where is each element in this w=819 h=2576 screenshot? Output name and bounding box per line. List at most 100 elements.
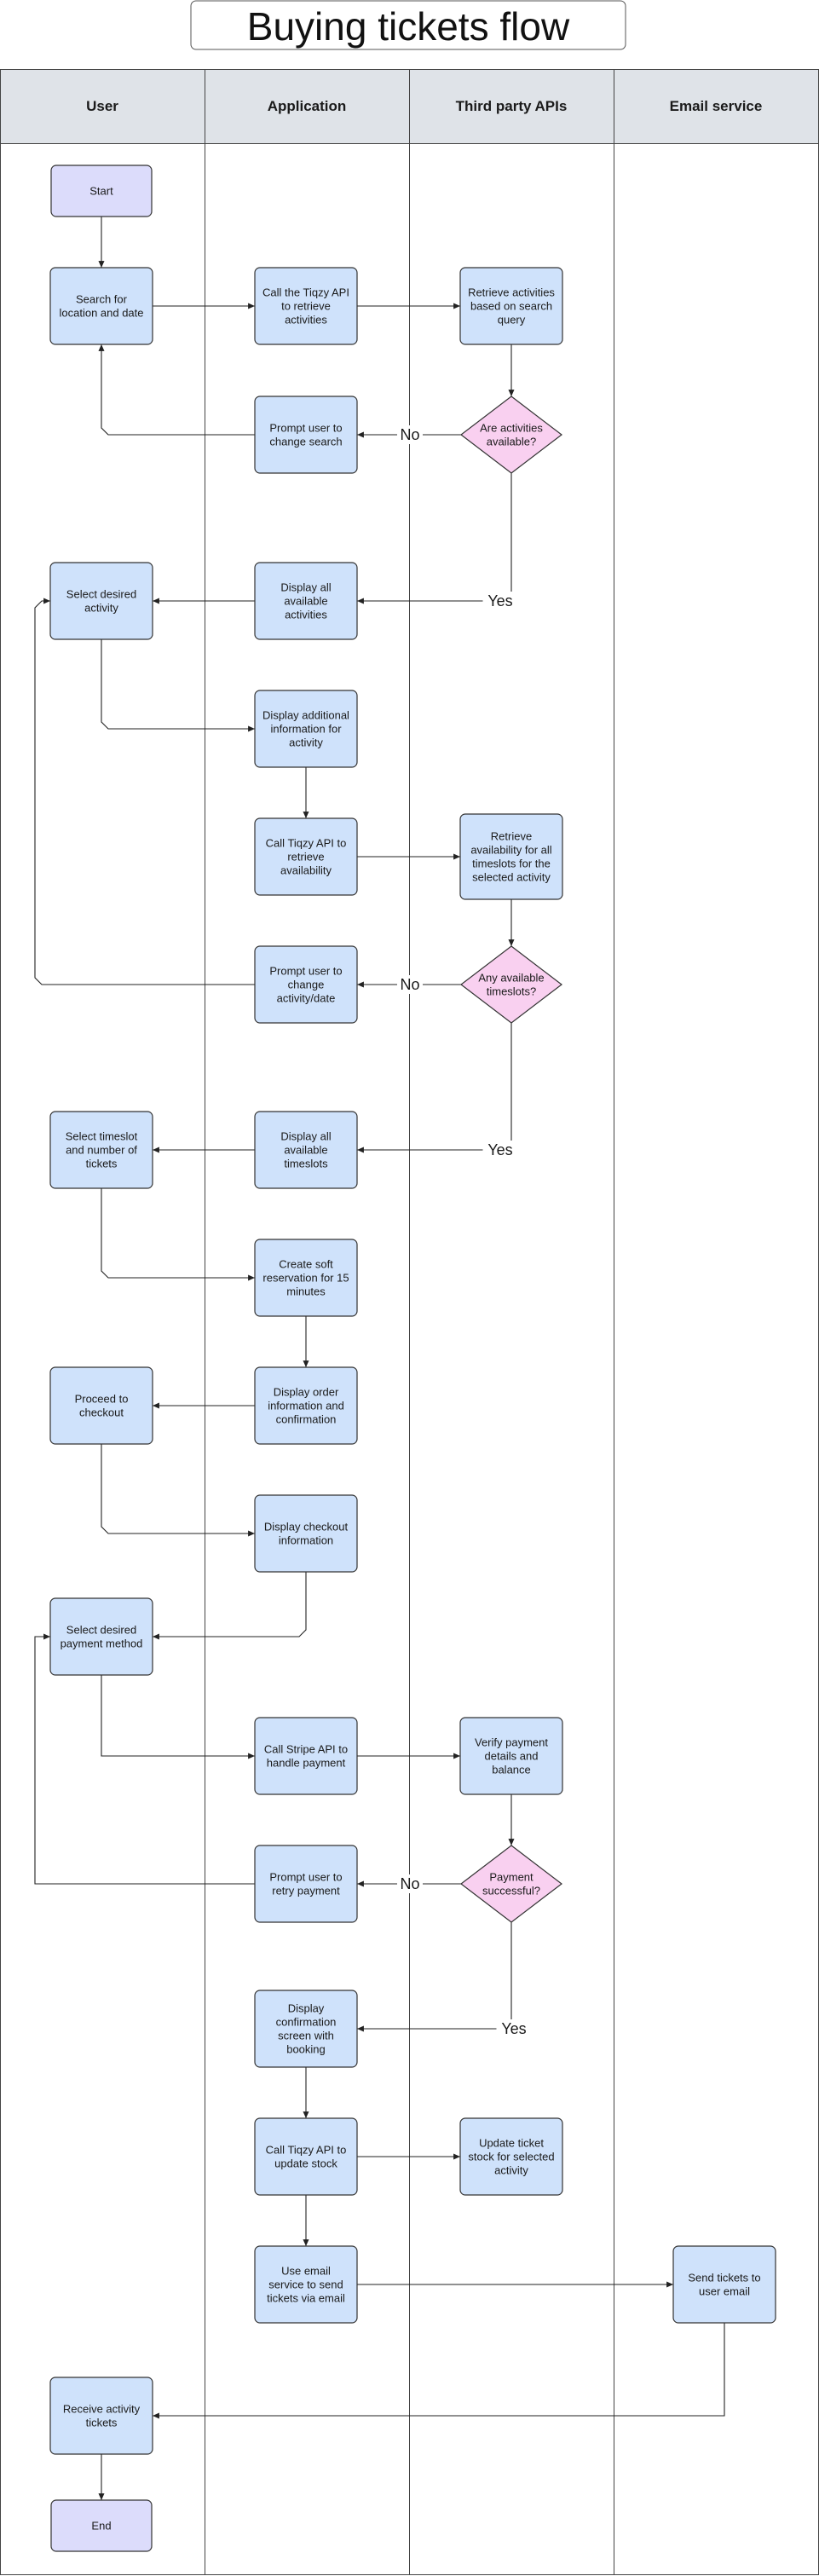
node-text-line: End [91, 2520, 111, 2533]
node-text-line: timeslots? [487, 985, 537, 998]
node-text-line: and number of [66, 1144, 137, 1157]
edge-label: Yes [487, 1141, 512, 1158]
edge-prompt_retry-to-select_pay [34, 1633, 255, 1885]
node-text-line: user email [699, 2285, 750, 2298]
edge-label: Yes [501, 2020, 526, 2037]
diagram-title: Buying tickets flow [247, 4, 570, 49]
node-text-line: Display checkout [264, 1521, 349, 1533]
lane-header [409, 69, 614, 144]
process-shape [49, 2377, 153, 2455]
node-text-line: checkout [79, 1406, 124, 1419]
process-shape [254, 1111, 358, 1189]
process-shape [254, 2245, 358, 2324]
node-text-line: Send tickets to [688, 2272, 760, 2284]
node-text-line: timeslots [284, 1158, 328, 1170]
node-text-line: booking [286, 2043, 326, 2056]
process-shape [254, 817, 358, 896]
node-text-line: available? [487, 436, 537, 448]
edge-checkout-to-display_checkout [101, 1444, 255, 1537]
edge-line [101, 1444, 255, 1537]
edge-dec_pay-to-prompt_retry: No [357, 1874, 461, 1893]
edge-line [101, 1188, 255, 1281]
edge-send_tickets-to-receive [153, 2323, 725, 2419]
node-text-line: information for [270, 723, 342, 736]
node-text-line: based on search [470, 300, 552, 313]
node-text-line: activity [84, 602, 118, 615]
node-text-line: information [279, 1534, 333, 1547]
process-shape [254, 1990, 358, 2068]
node-text-line: activities [285, 314, 327, 326]
node-text-line: confirmation [276, 2016, 337, 2029]
edge-label-bg [482, 592, 518, 610]
node-text-line: to retrieve [281, 300, 331, 313]
lane-header-label: Third party APIs [456, 98, 568, 114]
process-shape [254, 690, 358, 768]
edge-dec_act-to-display_act: Yes [357, 473, 518, 610]
node-text-line: query [498, 314, 526, 326]
node-start: Start [50, 165, 153, 217]
edge-label: Yes [487, 592, 512, 609]
node-text-line: Select timeslot [66, 1130, 138, 1143]
node-text-line: Search for [76, 293, 128, 306]
node-text-line: Use email [281, 2265, 331, 2278]
node-text-line: activity/date [277, 992, 336, 1005]
node-text-line: available [284, 595, 327, 608]
lane-body [0, 69, 205, 2575]
edge-line [34, 598, 255, 985]
decision-shape [460, 396, 562, 474]
node-text-line: Retrieve activities [468, 286, 555, 299]
node-text-line: retrieve [287, 851, 324, 863]
lane-header [0, 69, 205, 144]
node-text-line: minutes [286, 1285, 326, 1298]
node-text-line: stock for selected [468, 2151, 554, 2163]
node-text-line: Prompt user to [269, 1871, 342, 1884]
process-shape [459, 1717, 563, 1795]
node-text-line: availability for all [470, 844, 551, 857]
process-shape [254, 1494, 358, 1573]
node-text-line: handle payment [267, 1757, 346, 1770]
lane-email: Email service [614, 69, 819, 2575]
node-text-line: details and [485, 1750, 539, 1763]
edge-label-bg [496, 2019, 532, 2038]
process-shape [49, 267, 153, 345]
node-text-line: successful? [482, 1885, 540, 1897]
edge-line [34, 1633, 255, 1885]
node-text-line: Call Stripe API to [264, 1743, 348, 1756]
node-text-line: tickets [86, 2417, 118, 2429]
node-text-line: Verify payment [475, 1736, 548, 1749]
node-text-line: screen with [278, 2030, 334, 2042]
process-shape [254, 396, 358, 474]
node-text-line: Update ticket [479, 2137, 544, 2150]
process-shape [49, 562, 153, 640]
node-text-line: Select desired [66, 588, 136, 601]
node-text-line: tickets [86, 1158, 118, 1170]
process-shape [254, 2117, 358, 2196]
process-shape [254, 945, 358, 1024]
edge-dec_ts-to-prompt_change: No [357, 975, 461, 994]
node-text-line: availability [280, 864, 332, 877]
node-text-line: Receive activity [63, 2403, 141, 2416]
node-text-line: balance [492, 1764, 531, 1776]
process-shape [459, 2117, 563, 2196]
node-text-line: Display all [280, 1130, 331, 1143]
node-text-line: Prompt user to [269, 965, 342, 978]
node-text-line: location and date [59, 307, 143, 320]
process-shape [254, 562, 358, 640]
